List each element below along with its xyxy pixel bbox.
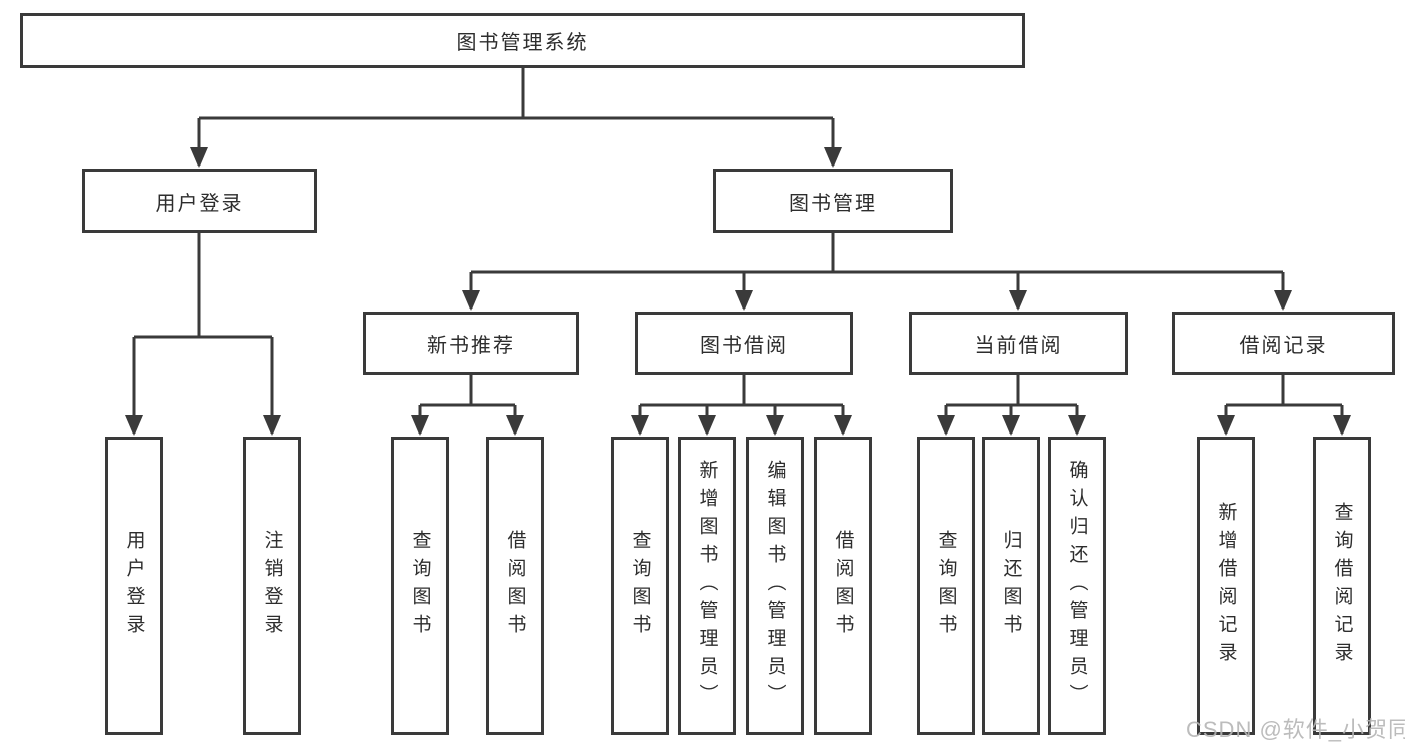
leaf-query-borrow-record: 查询借阅记录 bbox=[1313, 437, 1371, 735]
node-new-book-recommend-label: 新书推荐 bbox=[427, 335, 515, 357]
leaf-add-borrow-record: 新增借阅记录 bbox=[1197, 437, 1255, 735]
node-user-login: 用户登录 bbox=[82, 169, 317, 233]
leaf-user-login: 用户登录 bbox=[105, 437, 163, 735]
leaf-query-books-current-label: 查询图书 bbox=[935, 530, 957, 642]
node-new-book-recommend: 新书推荐 bbox=[363, 312, 579, 375]
node-current-borrow: 当前借阅 bbox=[909, 312, 1128, 375]
leaf-query-books-recommend: 查询图书 bbox=[391, 437, 449, 735]
node-current-borrow-label: 当前借阅 bbox=[974, 335, 1063, 357]
node-root-system: 图书管理系统 bbox=[20, 13, 1025, 68]
leaf-logout: 注销登录 bbox=[243, 437, 301, 735]
node-user-login-label: 用户登录 bbox=[155, 192, 244, 215]
leaf-borrow-books-recommend-label: 借阅图书 bbox=[504, 530, 526, 642]
node-book-borrow: 图书借阅 bbox=[635, 312, 853, 375]
leaf-confirm-return-admin: 确认归还（管理员） bbox=[1048, 437, 1106, 735]
leaf-return-books: 归还图书 bbox=[982, 437, 1040, 735]
leaf-return-books-label: 归还图书 bbox=[1000, 530, 1022, 642]
leaf-add-borrow-record-label: 新增借阅记录 bbox=[1215, 502, 1237, 670]
leaf-edit-books-admin-label: 编辑图书（管理员） bbox=[764, 460, 786, 712]
leaf-edit-books-admin: 编辑图书（管理员） bbox=[746, 437, 804, 735]
leaf-query-books-borrow: 查询图书 bbox=[611, 437, 669, 735]
leaf-logout-label: 注销登录 bbox=[261, 530, 283, 642]
node-book-borrow-label: 图书借阅 bbox=[700, 335, 788, 357]
node-root-system-label: 图书管理系统 bbox=[456, 32, 589, 54]
leaf-confirm-return-admin-label: 确认归还（管理员） bbox=[1066, 460, 1088, 712]
csdn-watermark: CSDN @软件_小贺同学 bbox=[1186, 717, 1405, 742]
leaf-query-borrow-record-label: 查询借阅记录 bbox=[1331, 502, 1353, 670]
tree-spine-lines bbox=[134, 68, 1342, 407]
leaf-add-books-admin: 新增图书（管理员） bbox=[678, 437, 736, 735]
leaf-borrow-books-recommend: 借阅图书 bbox=[486, 437, 544, 735]
node-book-management-label: 图书管理 bbox=[789, 192, 877, 215]
node-borrow-records: 借阅记录 bbox=[1172, 312, 1395, 375]
leaf-borrow-books-label: 借阅图书 bbox=[832, 530, 854, 642]
leaf-query-books-current: 查询图书 bbox=[917, 437, 975, 735]
leaf-query-books-recommend-label: 查询图书 bbox=[409, 530, 431, 642]
leaf-user-login-label: 用户登录 bbox=[123, 530, 145, 642]
leaf-query-books-borrow-label: 查询图书 bbox=[629, 530, 651, 642]
node-book-management: 图书管理 bbox=[713, 169, 953, 233]
leaf-borrow-books: 借阅图书 bbox=[814, 437, 872, 735]
node-borrow-records-label: 借阅记录 bbox=[1239, 335, 1328, 357]
leaf-add-books-admin-label: 新增图书（管理员） bbox=[696, 460, 718, 712]
